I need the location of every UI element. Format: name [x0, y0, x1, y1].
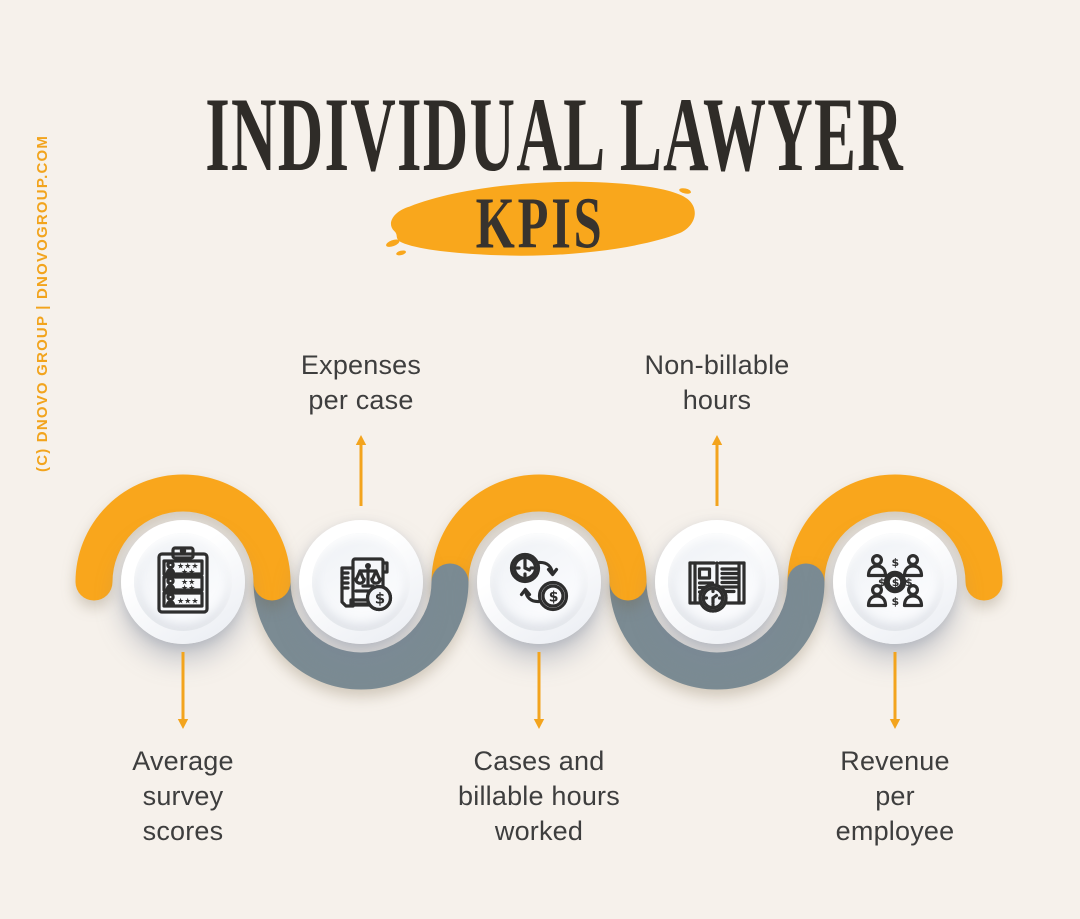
kpi-node-expenses-per-case: $: [299, 520, 423, 644]
survey-clipboard-icon: ★★★ ★★ ★★ ★★ ★★★: [157, 546, 209, 614]
kpi-node-inner: $: [490, 533, 588, 631]
svg-text:$: $: [549, 590, 559, 606]
label-line: per: [875, 781, 915, 811]
down-arrow-cases-billable: [531, 650, 547, 735]
clock-dollar-exchange-icon: $: [509, 552, 569, 612]
kpi-node-inner: $: [312, 533, 410, 631]
label-line: Non-billable: [644, 350, 790, 380]
brush-stroke-shape: [386, 181, 695, 256]
label-line: Cases and: [473, 746, 605, 776]
kpi-node-inner: $ $ $ $ $: [846, 533, 944, 631]
label-line: employee: [835, 816, 955, 846]
kpi-label-expenses-per-case: Expenses per case: [211, 348, 511, 418]
kpi-label-average-survey-scores: Average survey scores: [33, 744, 333, 849]
people-dollar-icon: $ $ $ $ $: [866, 554, 924, 608]
kpi-node-revenue-per-employee: $ $ $ $ $: [833, 520, 957, 644]
svg-text:$: $: [375, 590, 385, 608]
svg-text:★★★: ★★★: [177, 562, 199, 571]
label-line: worked: [494, 816, 584, 846]
kpi-node-inner: [668, 533, 766, 631]
label-line: billable hours: [458, 781, 620, 811]
svg-text:$: $: [905, 576, 913, 589]
label-line: Average: [132, 746, 234, 776]
svg-text:$: $: [892, 576, 900, 589]
wave-arc-1-yellow: [75, 474, 291, 601]
svg-text:★★: ★★: [181, 578, 195, 587]
label-line: Expenses: [300, 350, 422, 380]
page-subtitle: KPIS: [0, 182, 1080, 265]
kpi-label-revenue-per-employee: Revenue per employee: [745, 744, 1045, 849]
kpi-label-non-billable-hours: Non-billable hours: [567, 348, 867, 418]
kpi-node-inner: ★★★ ★★ ★★ ★★ ★★★: [134, 533, 232, 631]
label-line: Revenue: [840, 746, 950, 776]
svg-text:★★★: ★★★: [177, 597, 199, 606]
kpi-node-average-survey-scores: ★★★ ★★ ★★ ★★ ★★★: [121, 520, 245, 644]
up-arrow-expenses: [353, 434, 369, 513]
wave-arc-5-yellow: [787, 474, 1003, 601]
scales-folder-dollar-icon: $: [340, 557, 393, 612]
up-arrow-non-billable: [709, 434, 725, 513]
svg-text:★★: ★★: [181, 584, 195, 593]
label-line: hours: [682, 385, 752, 415]
svg-text:★★: ★★: [181, 568, 195, 577]
brush-stroke-highlight: [380, 176, 702, 262]
down-arrow-average-survey: [175, 650, 191, 735]
page-subtitle-text: KPIS: [475, 182, 605, 264]
svg-text:$: $: [878, 576, 886, 589]
label-line: survey: [142, 781, 224, 811]
label-line: scores: [142, 816, 224, 846]
page-title-text: INDIVIDUAL LAWYER: [205, 75, 905, 194]
svg-text:$: $: [892, 556, 900, 569]
kpi-node-cases-billable-hours: $: [477, 520, 601, 644]
kpi-node-non-billable-hours: [655, 520, 779, 644]
book-clock-icon: [688, 561, 746, 613]
down-arrow-revenue: [887, 650, 903, 735]
kpi-label-cases-billable-hours: Cases and billable hours worked: [389, 744, 689, 849]
wave-arc-4-slate: [609, 563, 825, 690]
svg-text:$: $: [892, 595, 900, 608]
wave-arc-2-slate: [253, 563, 469, 690]
wave-arc-3-yellow: [431, 474, 647, 601]
label-line: per case: [308, 385, 414, 415]
page-title: INDIVIDUAL LAWYER: [0, 75, 1080, 219]
